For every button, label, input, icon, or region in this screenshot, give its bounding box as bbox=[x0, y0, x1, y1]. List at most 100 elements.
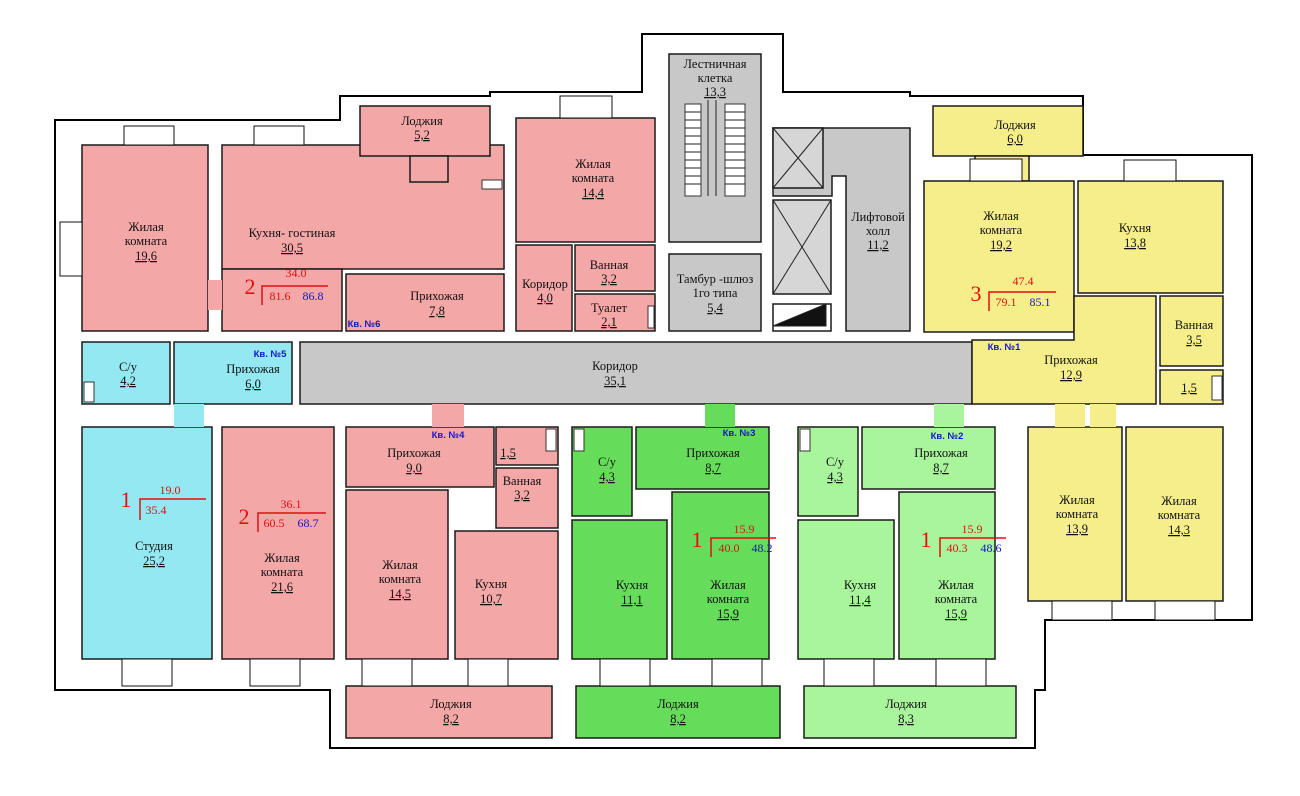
label-a2-loggia-area: 8,3 bbox=[898, 712, 914, 726]
apt4-living: 36.1 bbox=[281, 497, 302, 511]
room-a6-loggia bbox=[359, 105, 491, 157]
room-a2-living bbox=[898, 491, 996, 660]
apartment-5 bbox=[81, 341, 293, 660]
label-tambur-2: 1го типа bbox=[693, 286, 738, 300]
stair-flight-2 bbox=[724, 103, 746, 197]
label-a4-hall-area: 9,0 bbox=[406, 461, 422, 475]
label-a2-hall: Прихожая bbox=[914, 446, 968, 460]
core bbox=[668, 53, 911, 332]
label-a6-bath-area: 3,2 bbox=[601, 272, 617, 286]
apt-label-2: Кв. №2 bbox=[931, 431, 964, 442]
label-a2-living-area: 15,9 bbox=[945, 607, 967, 621]
room-a6-living-big bbox=[81, 144, 209, 332]
label-a4-loggia-area: 8,2 bbox=[443, 712, 459, 726]
label-corridor: Коридор bbox=[592, 359, 638, 373]
label-a2-kitchen: Кухня bbox=[844, 578, 877, 592]
room-a3-entry bbox=[705, 404, 735, 427]
apartment-4 bbox=[221, 404, 559, 739]
label-stair-1: Лестничная bbox=[684, 57, 747, 71]
apt3-common: 48.2 bbox=[752, 541, 773, 555]
label-a6-loggia: Лоджия bbox=[401, 114, 443, 128]
label-a1-living-r-1: Жилая bbox=[1161, 494, 1197, 508]
apt3-rooms: 1 bbox=[692, 527, 703, 552]
apt3-living: 15.9 bbox=[734, 522, 755, 536]
room-a6-hall bbox=[345, 273, 505, 332]
label-a5-wc-area: 4,2 bbox=[120, 374, 136, 388]
label-corridor-area: 35,1 bbox=[604, 374, 626, 388]
apt2-common: 48.6 bbox=[981, 541, 1002, 555]
room-a4-entry bbox=[432, 404, 464, 427]
room-a3-hall bbox=[635, 426, 770, 490]
label-a1-living-l-area: 13,9 bbox=[1066, 522, 1088, 536]
label-a1-living-r-2: комната bbox=[1158, 508, 1201, 522]
apt5-rooms: 1 bbox=[121, 487, 132, 512]
apt-label-3: Кв. №3 bbox=[723, 428, 756, 439]
apt5-living: 19.0 bbox=[160, 483, 181, 497]
room-a3-kitchen bbox=[571, 519, 668, 660]
room-a4-living-big bbox=[221, 426, 335, 660]
label-a6-bath: Ванная bbox=[590, 258, 629, 272]
label-a5-studio: Студия bbox=[135, 539, 173, 553]
label-lift-area: 11,2 bbox=[867, 238, 888, 252]
room-a5-hall bbox=[173, 341, 293, 405]
label-a1-living-top-1: Жилая bbox=[983, 209, 1019, 223]
room-a5-wc bbox=[81, 341, 171, 405]
room-a6-wc bbox=[574, 293, 656, 332]
room-a3-living bbox=[671, 491, 770, 660]
apt6-rooms: 2 bbox=[245, 274, 256, 299]
label-a3-living-1: Жилая bbox=[710, 578, 746, 592]
label-a1-bath: Ванная bbox=[1175, 318, 1214, 332]
apartment-3 bbox=[571, 404, 781, 739]
apt5-total: 35.4 bbox=[146, 503, 167, 517]
apt6-common: 86.8 bbox=[303, 289, 324, 303]
label-stair-area: 13,3 bbox=[704, 85, 726, 99]
apt6-living: 34.0 bbox=[286, 266, 307, 280]
room-a4-loggia bbox=[345, 685, 553, 739]
label-a6-hall-area: 7,8 bbox=[429, 304, 445, 318]
label-a4-living-1: Жилая bbox=[382, 558, 418, 572]
room-a6-kitchen bbox=[221, 144, 505, 270]
room-a3-loggia bbox=[575, 685, 781, 739]
room-a6-loggia-neck bbox=[409, 155, 449, 183]
label-a5-hall-area: 6,0 bbox=[245, 377, 261, 391]
label-a2-wc: С/у bbox=[826, 455, 845, 469]
apt4-rooms: 2 bbox=[239, 504, 250, 529]
label-a4-hall: Прихожая bbox=[387, 446, 441, 460]
apartment-5-summary: 1 19.0 35.4 bbox=[121, 483, 206, 520]
room-a2-kitchen bbox=[797, 519, 895, 660]
label-a3-wc-area: 4,3 bbox=[599, 470, 615, 484]
label-a3-kitchen-area: 11,1 bbox=[621, 593, 642, 607]
label-a4-loggia: Лоджия bbox=[430, 697, 472, 711]
room-a6-bath bbox=[574, 244, 656, 292]
label-a3-living-2: комната bbox=[707, 592, 750, 606]
apt1-living: 47.4 bbox=[1013, 274, 1034, 288]
apt1-rooms: 3 bbox=[971, 281, 982, 306]
label-a3-hall: Прихожая bbox=[686, 446, 740, 460]
room-a6-corridor bbox=[515, 244, 573, 332]
apartment-1 bbox=[923, 105, 1224, 602]
apt-label-5: Кв. №5 bbox=[254, 349, 288, 360]
apt3-total: 40.0 bbox=[719, 541, 740, 555]
label-tambur-1: Тамбур -шлюз bbox=[677, 272, 754, 286]
room-a6-living bbox=[515, 117, 656, 243]
label-a1-loggia: Лоджия bbox=[994, 118, 1036, 132]
label-a5-hall: Прихожая bbox=[226, 362, 280, 376]
label-a6-corridor-area: 4,0 bbox=[537, 291, 553, 305]
room-a1-living-r bbox=[1125, 426, 1224, 602]
apt6-total: 81.6 bbox=[270, 289, 291, 303]
room-stair bbox=[668, 53, 762, 243]
label-a6-living-big-area: 19,6 bbox=[135, 249, 157, 263]
apt-label-4: Кв. №4 bbox=[432, 430, 466, 441]
label-a6-wc-area: 2,1 bbox=[601, 315, 617, 329]
label-a4-living-2: комната bbox=[379, 572, 422, 586]
label-a1-kitchen-area: 13,8 bbox=[1124, 236, 1146, 250]
apt2-total: 40.3 bbox=[947, 541, 968, 555]
label-a6-kitchen-area: 30,5 bbox=[281, 241, 303, 255]
equipment-marks bbox=[83, 179, 1223, 452]
label-a3-loggia-area: 8,2 bbox=[670, 712, 686, 726]
label-a2-hall-area: 8,7 bbox=[933, 461, 949, 475]
room-a2-hall bbox=[861, 426, 996, 490]
room-a1-link bbox=[1055, 404, 1085, 427]
label-a3-wc: С/у bbox=[598, 455, 617, 469]
